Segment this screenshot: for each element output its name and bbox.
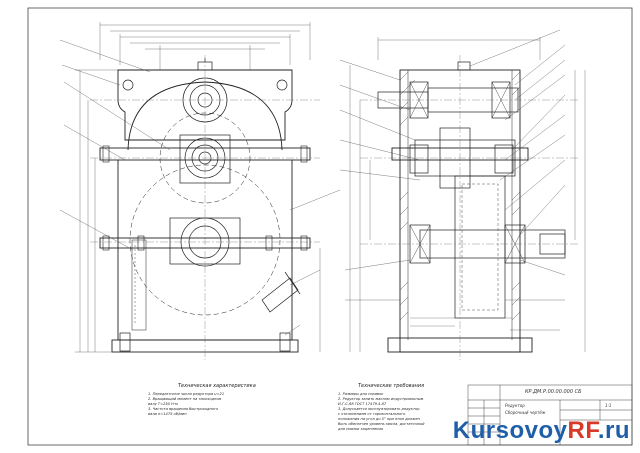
title-block-name: Редуктор bbox=[505, 403, 525, 408]
title-block-sheet-label: Сборочный чертёж bbox=[505, 410, 546, 415]
notes-right-line: 2. Редуктор залить маслом индустриальным bbox=[338, 397, 424, 401]
notes-left-line: 2. Вращающий момент на тихоходном bbox=[148, 397, 222, 401]
notes-right-line: с отклонением от горизонтального bbox=[338, 412, 406, 416]
notes-left-line: валу T=250 Н·м bbox=[148, 402, 178, 406]
notes-right-line: 1. Размеры для справок bbox=[338, 392, 384, 396]
notes-left-line: 3. Частота вращения быстроходного bbox=[148, 407, 219, 411]
notes-left: Техническая характеристика 1. Передаточн… bbox=[148, 383, 256, 417]
title-block-designation: КР.ДМ.Р.00.00.000 СБ bbox=[525, 389, 582, 395]
side-section-view bbox=[339, 29, 586, 360]
notes-right-title: Технические требования bbox=[358, 383, 425, 389]
notes-right-line: быть обеспечен уровень масла, достаточны… bbox=[338, 422, 425, 426]
notes-right-line: И-Г-С-68 ГОСТ 17479.4-87 bbox=[338, 402, 387, 406]
sheet-border bbox=[27, 7, 633, 446]
notes-right-line: 3. Допускается эксплуатировать редуктор bbox=[338, 407, 420, 411]
notes-right: Технические требования 1. Размеры для сп… bbox=[338, 383, 425, 432]
notes-right-line: положения на угол до 5° при этом должен bbox=[338, 417, 420, 421]
notes-left-line: вала n=1475 об/мин bbox=[148, 412, 187, 416]
watermark-part-b: RF bbox=[567, 417, 598, 444]
notes-left-title: Техническая характеристика bbox=[178, 383, 256, 389]
watermark-logo: KursovoyRF.ru bbox=[453, 417, 630, 445]
notes-right-line: для смазки зацепления bbox=[338, 427, 384, 431]
front-view bbox=[59, 22, 341, 360]
watermark-part-c: .ru bbox=[597, 417, 630, 444]
watermark-part-a: Kursovoy bbox=[452, 417, 568, 444]
notes-left-line: 1. Передаточное число редуктора u=21 bbox=[148, 392, 225, 396]
title-block-scale: 1:1 bbox=[605, 403, 612, 408]
title-block bbox=[467, 384, 633, 446]
